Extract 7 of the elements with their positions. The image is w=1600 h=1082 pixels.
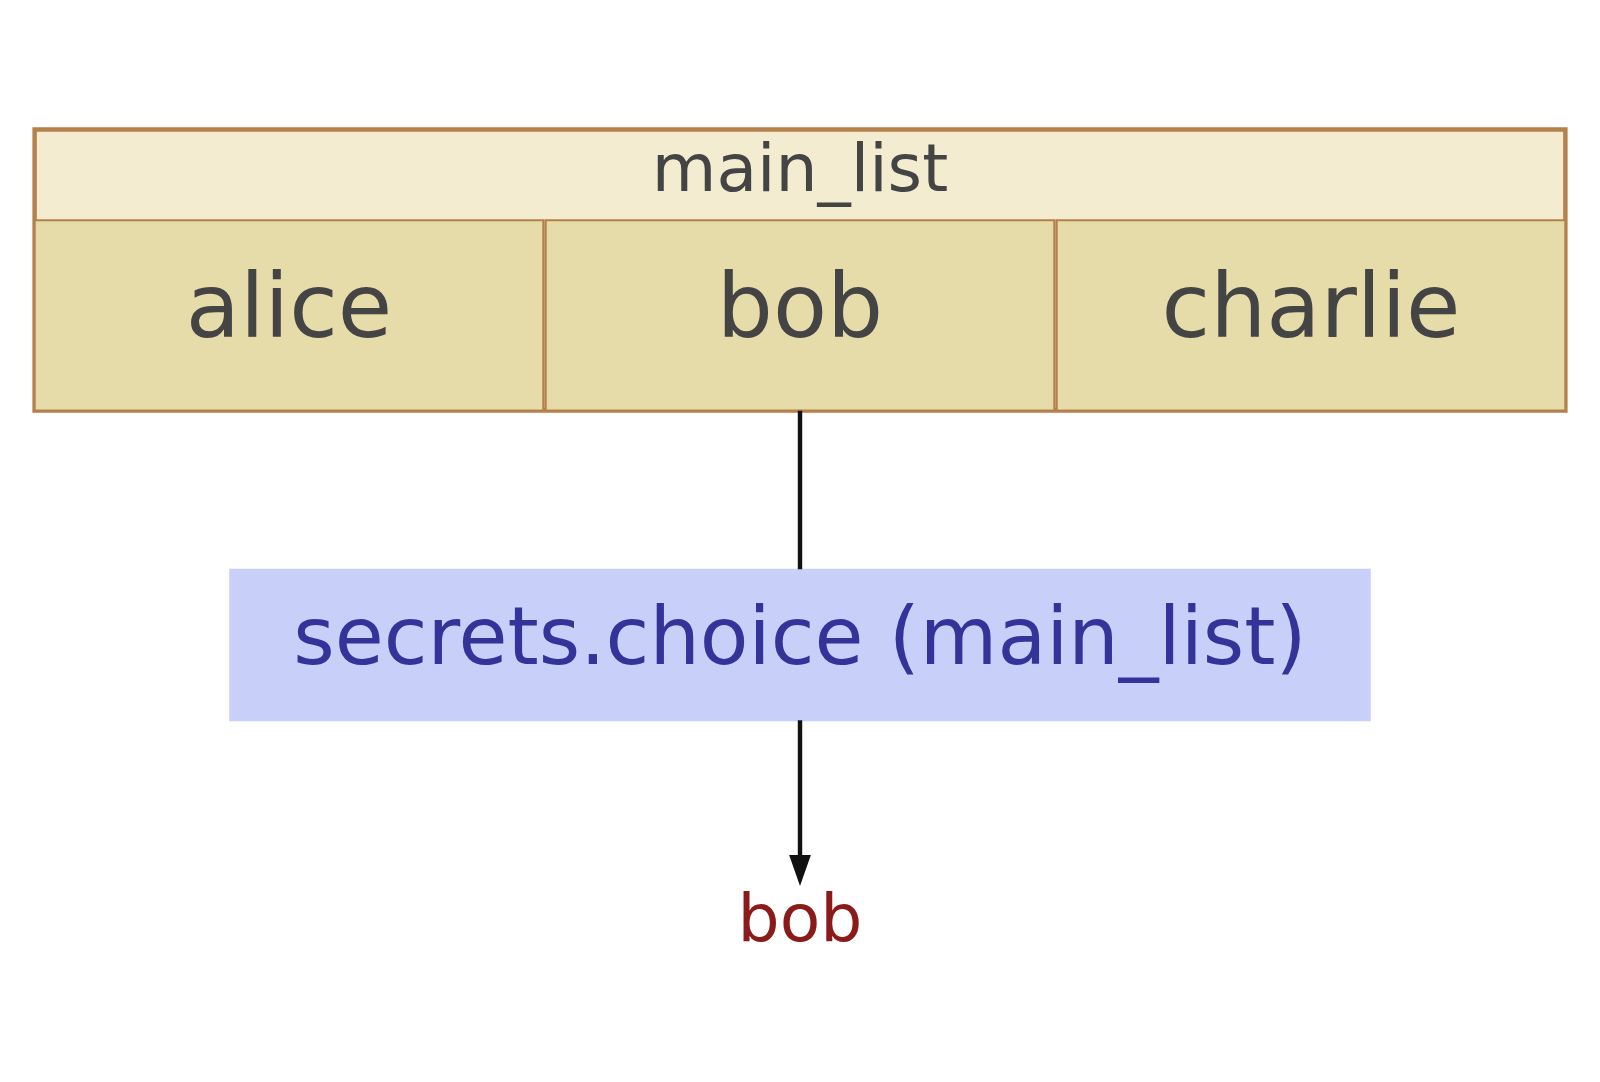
node-box: alice [33,219,545,412]
node-text: bob [737,879,863,958]
arrow [789,720,811,886]
node-box: bob [544,219,1056,412]
node-box: charlie [1055,219,1567,412]
connector [797,410,803,570]
node-box: secrets.choice (main_list) [229,568,1371,722]
